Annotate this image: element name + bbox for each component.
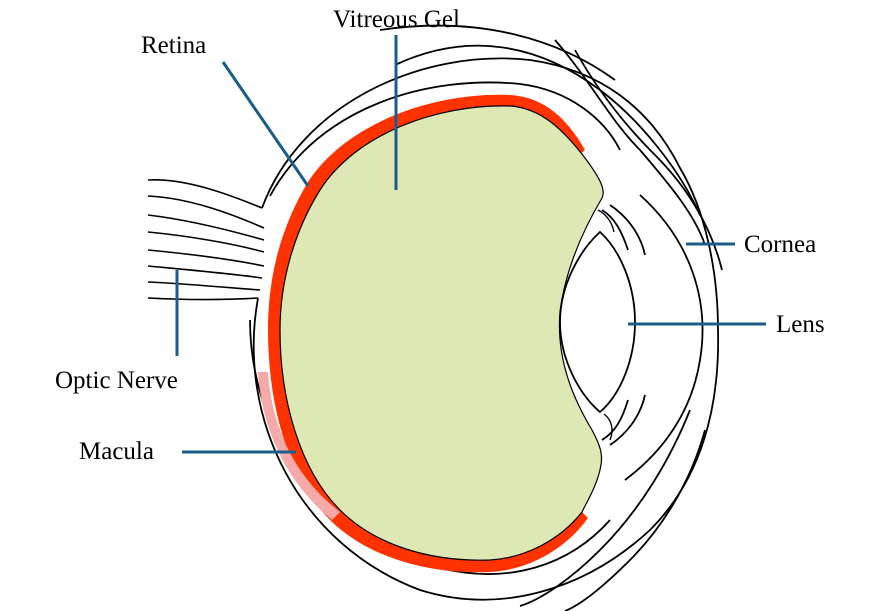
sclera-inner xyxy=(269,81,621,197)
orbit-line-1 xyxy=(394,44,701,216)
orbit-line-2 xyxy=(379,24,616,81)
optic-nerve-fibres xyxy=(147,179,265,301)
label-vitreous-gel: Vitreous Gel xyxy=(333,6,460,33)
lens-body xyxy=(559,230,636,414)
iris-upper-b xyxy=(609,204,646,256)
label-retina: Retina xyxy=(141,32,206,59)
label-macula: Macula xyxy=(79,438,154,465)
iris-lower-b xyxy=(609,394,646,446)
eyelid-lower xyxy=(519,409,691,607)
iris-upper xyxy=(601,209,629,251)
ciliary-body xyxy=(597,209,615,441)
leader-lines xyxy=(175,35,766,454)
macula-band xyxy=(258,372,340,520)
vitreous-gel-body xyxy=(279,105,604,561)
eyelid-upper xyxy=(554,39,706,246)
label-optic-nerve: Optic Nerve xyxy=(55,367,178,394)
label-lens: Lens xyxy=(776,311,825,338)
cornea-curve xyxy=(624,194,704,481)
label-cornea: Cornea xyxy=(744,231,816,258)
iris-lower xyxy=(601,399,629,441)
leader-line-retina xyxy=(221,61,310,187)
eyelid-lower-2 xyxy=(564,429,706,611)
eyelid-upper-2 xyxy=(574,49,723,271)
